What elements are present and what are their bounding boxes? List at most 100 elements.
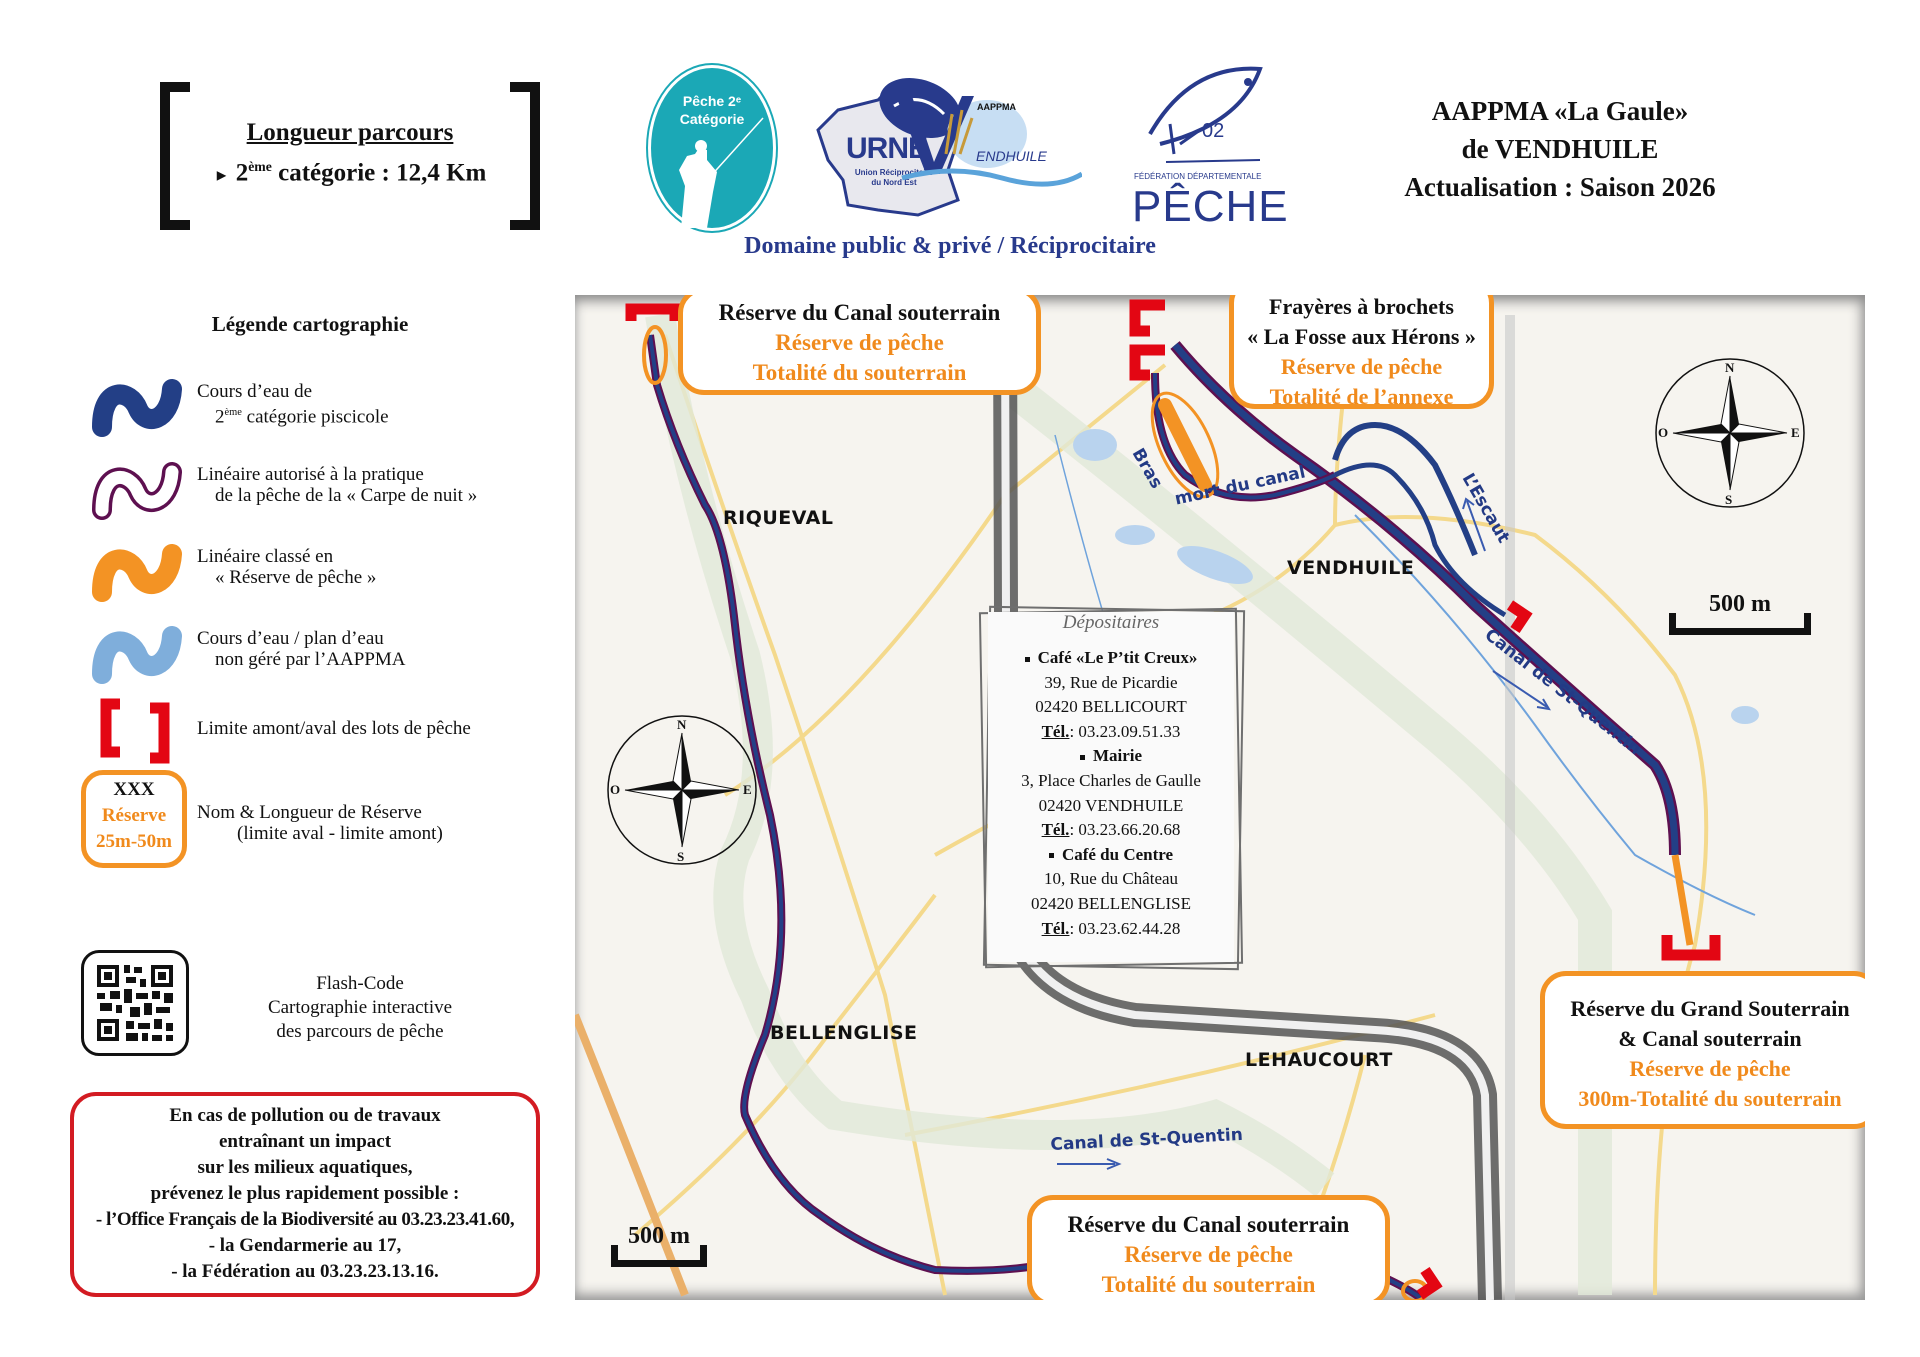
pollution-alert-box: En cas de pollution ou de travaux entraî… [70,1092,540,1297]
legend-label: Cours d’eau de [197,381,313,402]
qr-caption-line: Flash-Code [316,973,404,994]
callout-frayeres-brochets: Frayères à brochets « La Fosse aux Héron… [1229,295,1494,409]
wave-orange-icon [92,544,182,602]
callout-grand-souterrain: Réserve du Grand Souterrain & Canal sout… [1540,971,1865,1129]
callout-title: « La Fosse aux Hérons » [1247,324,1476,349]
tel-label: Tél. [1041,721,1070,741]
qr-code-icon [97,965,173,1041]
flow-arrow-icon [1492,670,1551,711]
legend-item-reserve: Linéaire classé en« Réserve de pêche » [80,540,560,620]
logo-fed-peche: PÊCHE [1132,182,1289,231]
callout-line: Totalité du souterrain [752,360,967,385]
legend-label: non géré par l’AAPPMA [215,649,406,670]
scale-bar-line [611,1245,707,1267]
callout-title: Réserve du Grand Souterrain [1570,996,1850,1021]
depositaires-body: Dépositaires Café «Le P’tit Creux» 39, R… [988,612,1234,962]
ponds [1073,429,1759,724]
depositaire-tel: : 03.23.66.20.68 [1069,820,1181,840]
reserve-example-length: 25m-50m [96,831,172,852]
compass-north: N [677,717,687,732]
reserve-segment-grand-souterrain [1671,854,1694,946]
logo-vendhuile-name: ENDHUILE [976,148,1047,164]
scale-bar-east: 500 m [1669,591,1811,635]
depositaires-title: Dépositaires [1062,612,1160,633]
legend-label: Limite amont/aval des lots de pêche [197,718,471,739]
parcours-cat-num: 2 [235,159,249,187]
depositaire-city: 02420 BELLENGLISE [1030,893,1192,913]
legend-label: Nom & Longueur de Réserve [197,802,422,823]
bracket-left [160,82,190,230]
logo-vendhuile: AAPPMA ENDHUILE [892,94,1082,190]
legend-item-reserve-name: Nom & Longueur de Réserve(limite aval - … [80,796,560,876]
qr-caption-line: Cartographie interactive [267,997,453,1018]
legend-label-num: 2 [215,406,225,428]
depositaire-address: 10, Rue du Château [1043,869,1179,889]
legend-label: (limite aval - limite amont) [237,823,443,844]
wave-light-blue-icon [92,626,182,684]
reserve-example-label: Réserve [101,805,167,826]
red-bracket-limit-icon [100,698,170,764]
legend-item-limit: Limite amont/aval des lots de pêche [80,696,560,776]
legend-label: « Réserve de pêche » [215,567,377,588]
alert-line: prévenez le plus rapidement possible : [150,1183,460,1204]
bracket-right [510,82,540,230]
parcours-length-box: Longueur parcours ► 2ème catégorie : 12,… [190,116,510,193]
flow-arrow-icon [1462,497,1486,552]
compass-rose-west: N S E O [605,713,760,868]
logo-fed-sub: FÉDÉRATION DÉPARTEMENTALE [1134,172,1262,181]
title-line2: de VENDHUILE [1461,134,1659,164]
compass-rose-icon [607,715,757,865]
depositaires-panel: Dépositaires Café «Le P’tit Creux» 39, R… [978,605,1246,971]
depositaire-city: 02420 BELLICOURT [1035,697,1187,717]
logo-peche2-line1: Pêche 2ᵉ [682,93,742,109]
wave-dark-blue-icon [92,379,182,437]
callout-title: Réserve du Canal souterrain [718,300,1001,325]
scale-label: 500 m [1709,591,1771,617]
vendhuile-emblem-icon [896,96,1082,187]
qr-caption: Flash-Code Cartographie interactive des … [220,972,500,1044]
reserve-frayeres-circle [1150,391,1220,499]
depositaire-city: 02420 VENDHUILE [1038,795,1184,815]
fisherman-icon [679,117,764,228]
callout-line: Totalité de l’annexe [1269,384,1454,409]
compass-west: O [610,782,621,797]
callout-line: Réserve de pêche [1629,1056,1791,1081]
place-lehaucourt: LEHAUCOURT [1245,1049,1393,1071]
escaut-loop [1332,421,1478,557]
place-vendhuile: VENDHUILE [1287,557,1415,579]
callout-line: Totalité du souterrain [1101,1272,1316,1297]
reserve-frayeres [1158,398,1212,492]
tel-label: Tél. [1041,820,1070,840]
compass-south: S [677,849,685,864]
parcours-title: Longueur parcours [246,119,454,146]
qr-code[interactable] [81,950,189,1056]
depositaire-name: Mairie [1092,746,1143,766]
legend-label: Linéaire autorisé à la pratique [197,464,424,485]
tel-label: Tél. [1041,918,1070,938]
bullet-square-icon [1024,656,1030,662]
callout-reserve-canal-souterrain-south: Réserve du Canal souterrain Réserve de p… [1027,1195,1390,1300]
logo-fed-num: 02 [1202,120,1225,142]
legend-label-sup: ème [224,407,242,418]
callout-line: Réserve de pêche [775,330,944,355]
place-bellenglise: BELLENGLISE [770,1022,918,1044]
depositaire-name: Café «Le P’tit Creux» [1037,648,1198,667]
scale-label: 500 m [628,1223,690,1249]
scale-bar-line [1669,613,1811,635]
alert-line: entraînant un impact [218,1131,392,1152]
compass-rose-icon [1655,358,1805,508]
callout-line: Réserve de pêche [1280,354,1443,379]
alert-line: sur les milieux aquatiques, [197,1157,413,1178]
page-title: AAPPMA «La Gaule» de VENDHUILE Actualisa… [1390,92,1730,206]
logo-federation: 02 FÉDÉRATION DÉPARTEMENTALE PÊCHE [1130,64,1288,234]
wave-outline-purple-icon [92,462,182,520]
title-line3: Actualisation : Saison 2026 [1404,172,1716,202]
depositaire-name: Café du Centre [1061,844,1174,864]
logo-vendhuile-aappma: AAPPMA [977,102,1017,112]
alert-line: En cas de pollution ou de travaux [169,1105,441,1126]
place-riqueval: RIQUEVAL [723,507,834,529]
